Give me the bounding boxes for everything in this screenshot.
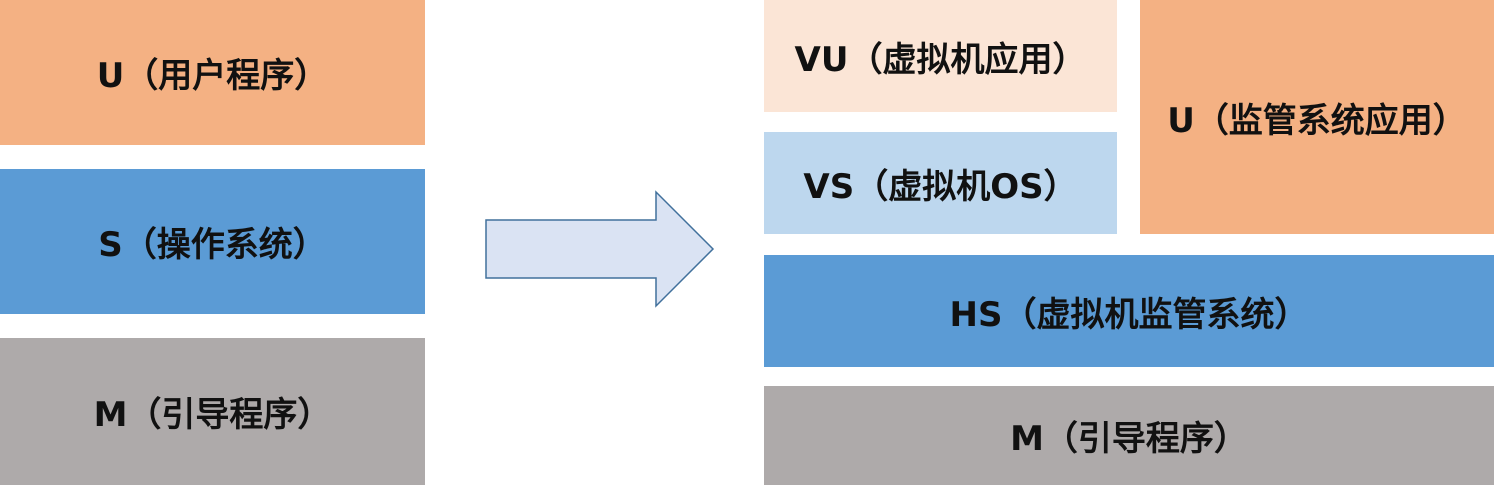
bootloader-label-right: M（引导程序） (1010, 419, 1248, 459)
user-program-label: U（用户程序） (96, 56, 329, 96)
vm-os-block: VS（虚拟机OS） (764, 132, 1117, 234)
user-program-block: U（用户程序） (0, 0, 425, 145)
right-arrow-icon (485, 190, 715, 308)
operating-system-block: S（操作系统） (0, 169, 425, 314)
hypervisor-block: HS（虚拟机监管系统） (764, 255, 1494, 367)
hypervisor-application-block: U（监管系统应用） (1140, 0, 1494, 234)
operating-system-label: S（操作系统） (98, 225, 327, 265)
hypervisor-label: HS（虚拟机监管系统） (949, 294, 1309, 335)
bootloader-block-right: M（引导程序） (764, 386, 1494, 485)
vm-application-label: VU（虚拟机应用） (794, 39, 1087, 80)
hypervisor-application-label: U（监管系统应用） (1167, 100, 1467, 141)
vm-os-label: VS（虚拟机OS） (803, 166, 1078, 207)
bootloader-label-left: M（引导程序） (93, 395, 332, 435)
bootloader-block-left: M（引导程序） (0, 338, 425, 485)
vm-application-block: VU（虚拟机应用） (764, 0, 1117, 112)
